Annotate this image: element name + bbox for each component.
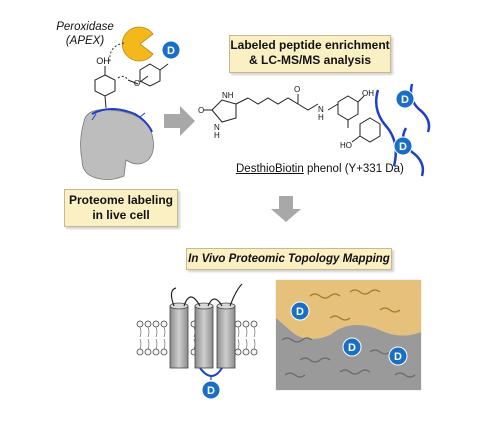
enrichment-line2: & LC-MS/MS analysis xyxy=(248,53,372,67)
helix-3 xyxy=(216,305,236,369)
struct-o-label: O xyxy=(198,106,204,115)
tag-d-structure-3: D xyxy=(388,346,408,366)
tag-d-peptide-2: D xyxy=(393,136,413,156)
probe-caption-underlined: DesthioBiotin xyxy=(236,163,304,175)
tag-d-membrane-letter: D xyxy=(207,385,215,397)
tag-d-structure-1: D xyxy=(290,301,310,321)
desthiobiotin-phenol-structure xyxy=(204,94,381,143)
helix-2 xyxy=(194,305,214,369)
n-terminal-tail xyxy=(170,287,177,307)
struct-h2-label: H xyxy=(318,113,324,122)
tag-d-membrane-loop: D xyxy=(201,380,221,400)
extracellular-loop-2 xyxy=(207,298,223,307)
tag-d-peptide-2-letter: D xyxy=(399,141,407,153)
struct-nh2-label: N xyxy=(318,105,324,114)
proteome-line1: Proteome labeling xyxy=(68,193,174,207)
peroxidase-pacman-icon xyxy=(121,26,154,62)
probe-caption: DesthioBiotin phenol (Y+331 Da) xyxy=(236,163,404,175)
tag-d-structure-2-letter: D xyxy=(348,342,356,354)
protein-structure-render xyxy=(275,279,422,391)
enzyme-label-line1: Peroxidase xyxy=(56,21,114,33)
peptide-curve-1 xyxy=(375,89,397,167)
tag-d-peptide-1: D xyxy=(395,89,415,109)
struct-o2-label: O xyxy=(294,85,300,94)
tag-d-peptide-1-letter: D xyxy=(401,94,409,106)
probe-caption-rest: phenol (Y+331 Da) xyxy=(303,163,404,175)
extracellular-loop xyxy=(183,296,201,307)
enzyme-label-line2: (APEX) xyxy=(65,35,105,47)
enrichment-box: Labeled peptide enrichment & LC-MS/MS an… xyxy=(229,35,391,73)
topology-title: In Vivo Proteomic Topology Mapping xyxy=(188,253,390,265)
protein-blob xyxy=(80,109,154,180)
phenol-probe-molecule xyxy=(94,63,169,109)
phenol-oh-label: OH xyxy=(96,56,110,66)
struct-ho-label: HO xyxy=(340,141,352,150)
phenol-o-label: O xyxy=(134,79,140,88)
tag-d-structure-2: D xyxy=(342,337,362,357)
intracellular-loop-labeled xyxy=(199,367,223,377)
struct-h-label: H xyxy=(214,131,220,140)
struct-n-label: N xyxy=(214,123,220,132)
c-terminal-tail xyxy=(229,283,243,307)
struct-oh-label: OH xyxy=(362,89,374,98)
enrichment-line1: Labeled peptide enrichment xyxy=(230,38,390,52)
enzyme-label: Peroxidase (APEX) xyxy=(50,20,120,48)
proteome-line2: in live cell xyxy=(92,208,150,222)
process-arrow-right xyxy=(164,106,195,136)
proteome-labeling-box: Proteome labeling in live cell xyxy=(64,189,178,227)
process-arrow-down xyxy=(271,196,301,222)
desthiobiotin-tag-markers: D D D D D D D xyxy=(161,40,415,400)
tag-d-structure-1-letter: D xyxy=(296,306,304,318)
tag-d-structure-3-letter: D xyxy=(394,351,402,363)
protein-labeled-surface xyxy=(91,108,153,133)
peptide-curve-2 xyxy=(409,83,431,133)
tag-d-enzyme: D xyxy=(161,40,181,60)
enzyme-dashed-arrow xyxy=(109,42,125,63)
topology-mapping-box: In Vivo Proteomic Topology Mapping xyxy=(186,248,392,270)
peptide-curve-3 xyxy=(401,127,425,177)
helix-1 xyxy=(169,305,189,369)
tag-d-enzyme-letter: D xyxy=(167,45,175,57)
struct-nh-label: NH xyxy=(222,91,234,100)
